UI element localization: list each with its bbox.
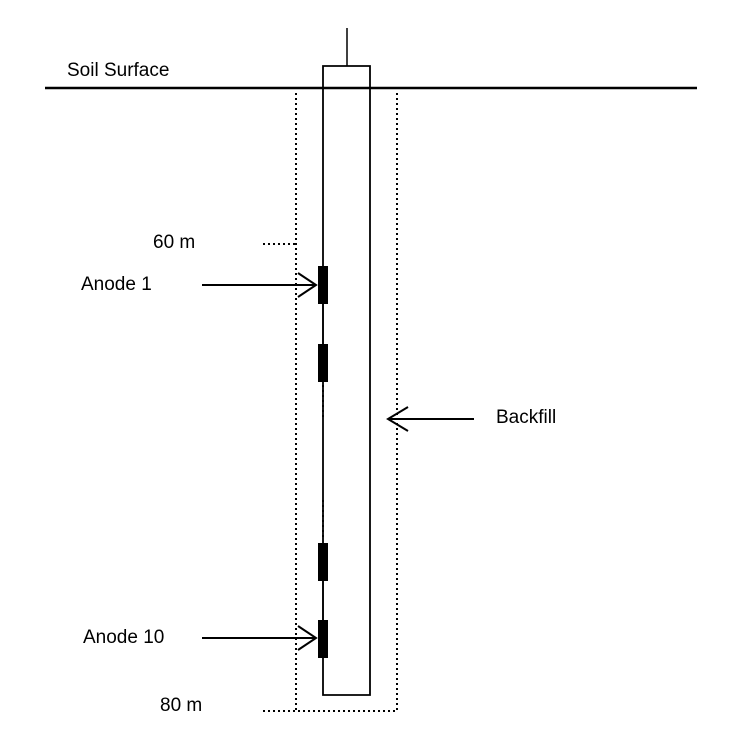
casing-pipe [322, 65, 371, 696]
depth-label-60: 60 m [153, 232, 195, 253]
anode-1 [318, 266, 328, 304]
anode-10-arrowhead [297, 625, 318, 651]
anode-10 [318, 620, 328, 658]
anode-9 [318, 543, 328, 581]
anode-1-arrowhead [297, 272, 318, 298]
anode-2 [318, 344, 328, 382]
anode-1-label: Anode 1 [81, 274, 152, 295]
soil-surface-label: Soil Surface [67, 60, 169, 81]
depth-label-80: 80 m [160, 695, 202, 716]
anode-10-label: Anode 10 [83, 627, 164, 648]
borehole-outline [295, 93, 398, 712]
backfill-arrowhead [386, 406, 409, 432]
backfill-label: Backfill [496, 407, 556, 428]
